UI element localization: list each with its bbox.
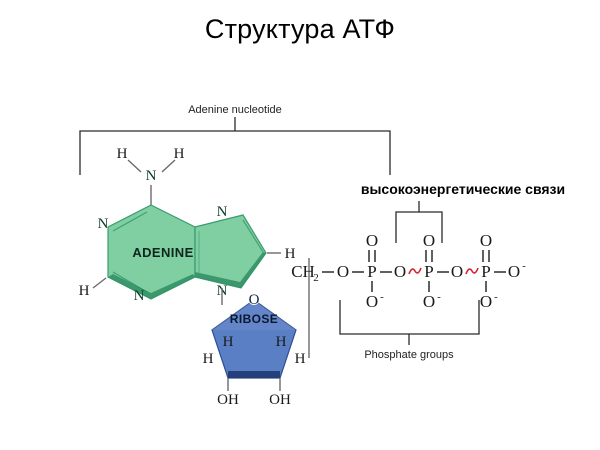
adenine-nucleotide-label: Adenine nucleotide [188,104,282,116]
p3-lower-o-charge: - [494,291,498,303]
bridge-o-3-label: O [451,262,463,281]
adenine-h-left-bond [92,277,107,289]
bridge-o-1-label: O [337,262,349,281]
page-title: Структура АТФ [204,14,396,44]
p2-double-o-label: O [423,231,435,250]
ribose-h-inner-right-label: H [276,334,287,350]
ribose-oh-bonds [227,378,281,391]
amino-h-right-label: H [174,146,185,162]
p2-label: P [424,262,433,281]
ch2-label: CH [291,262,315,281]
ribose-oh-right-label: OH [269,392,291,408]
p1-double-o-label: O [366,231,378,250]
p1-lower-o-charge: - [380,291,384,303]
amino-n-label: N [146,168,157,184]
bridge-o-2-label: O [394,262,406,281]
p3-double-o-label: O [480,231,492,250]
terminal-o-charge: - [522,260,526,272]
ribose-pentagon [211,299,297,379]
adenine-n-left-label: N [98,216,109,232]
imidazole-h-right-label: H [285,246,296,262]
adenine-nucleotide-bracket [79,117,391,175]
p1-lower-o-label: O [366,292,378,311]
ribose-h-outer-left-label: H [203,351,214,367]
phosphate-group-3: P O O - [480,231,498,311]
ribose-oh-left-label: OH [217,392,239,408]
ribose-h-outer-right-label: H [295,351,306,367]
adenine-pentagon [194,214,267,289]
adenine-h-left-label: H [79,283,90,299]
adenine-n-bottom-label: N [134,288,145,304]
adenine-ring-label: ADENINE [132,245,193,260]
ribose-h-inner-left-label: H [223,334,234,350]
phosphate-group-2: P O O - [423,231,441,311]
high-energy-squiggle-2 [465,267,479,275]
phosphate-chain: CH 2 O P O O - O [291,231,526,311]
p3-label: P [481,262,490,281]
high-energy-bonds-label: высокоэнергетические связи [361,181,565,197]
ribose-o-label: O [249,292,260,308]
high-energy-squiggle-1 [408,267,422,275]
phosphate-group-1: P O O - [366,231,384,311]
ribose-o-disc [248,293,260,305]
terminal-o-label: O [508,262,520,281]
high-energy-bonds-bracket [395,201,443,243]
amino-h-left-label: H [117,146,128,162]
amino-group [127,159,176,205]
ch2-subscript: 2 [313,272,319,284]
p2-lower-o-charge: - [437,291,441,303]
imidazole-n-top-label: N [217,204,228,220]
p3-lower-o-label: O [480,292,492,311]
p2-lower-o-label: O [423,292,435,311]
phosphate-groups-bracket [339,300,480,345]
p1-label: P [367,262,376,281]
ribose-ring-label: RIBOSE [230,312,278,326]
phosphate-groups-label: Phosphate groups [364,349,454,361]
